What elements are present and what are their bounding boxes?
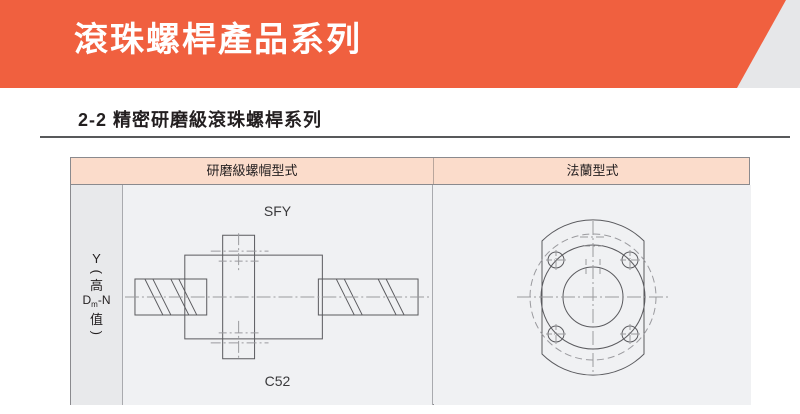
flange-drawing [517, 219, 669, 376]
section-divider [40, 136, 790, 138]
section-subtitle: 2-2 精密研磨級滾珠螺桿系列 [78, 110, 323, 130]
row-label-axis: Y [92, 250, 101, 266]
part-label-sfy: SFY [263, 203, 292, 219]
row-label-y-high-dmn: Y ( 高 Dm-N 值 ) [71, 251, 122, 339]
spec-table: 研磨級螺帽型式 法蘭型式 Y ( 高 Dm-N 值 ) SFY [70, 157, 751, 405]
cell-flange-type [434, 185, 751, 405]
banner-orange-shape [0, 0, 786, 88]
table-header-row: 研磨級螺帽型式 法蘭型式 [71, 158, 749, 185]
ball-screw-nut-drawing [124, 233, 431, 361]
row-label-open-paren: ( [89, 269, 105, 274]
column-header-flange-type: 法蘭型式 [566, 163, 619, 178]
part-label-c52: C52 [264, 373, 291, 389]
column-header-nut-type: 研磨級螺帽型式 [206, 163, 298, 178]
table-body-row: Y ( 高 Dm-N 值 ) SFY [71, 185, 751, 405]
row-label-line3: 值 [89, 312, 103, 328]
header-column-divider [433, 158, 434, 184]
row-label-line1: 高 [89, 277, 103, 293]
row-label-column: Y ( 高 Dm-N 值 ) [71, 185, 123, 405]
page-title: 滾珠螺桿產品系列 [74, 21, 362, 59]
row-label-close-paren: ) [89, 331, 105, 336]
cell-nut-type: SFY [123, 185, 433, 405]
row-label-line2: Dm-N [82, 292, 111, 310]
page-header-banner: 滾珠螺桿產品系列 [0, 0, 800, 88]
